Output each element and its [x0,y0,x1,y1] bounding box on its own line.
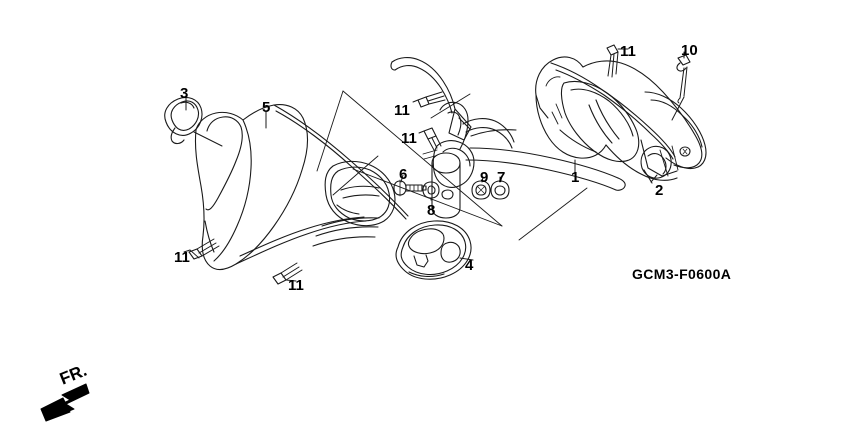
part-front-cover [194,104,409,271]
callout-label-8: 8 [427,202,436,219]
callout-label-11-cover-bottom: 11 [288,277,304,294]
part-cover-cap [164,96,203,145]
part-number-text: GCM3-F0600A [632,266,732,282]
callout-label-3: 3 [180,85,189,102]
part-rear-cover [535,56,707,184]
part-meter-panel [395,220,472,280]
leader-part-3 [185,97,223,147]
leader-part-2 [650,174,658,183]
leader-part-10 [671,96,685,121]
part-tapping-screw-lever-lower [418,127,442,151]
callout-label-11-lever-upper: 11 [394,102,410,119]
callout-label-5: 5 [262,99,271,116]
part-tapping-screw-lower-left [183,238,220,260]
callout-label-2: 2 [655,182,664,199]
part-bolt-6 [393,179,427,197]
fr-direction-arrow [40,383,90,422]
part-handlebar-assembly [390,57,626,219]
leader-part-6 [400,174,404,183]
leader-part-9 [481,176,484,183]
callout-label-7: 7 [497,169,506,186]
callout-label-4: 4 [465,257,474,274]
construction-leaders [316,90,588,241]
callout-label-1: 1 [571,169,580,186]
part-tapping-screw-lever-upper [412,91,446,108]
callout-label-10: 10 [681,42,698,59]
callout-label-6: 6 [399,166,408,183]
part-nut-9 [471,180,491,200]
callout-label-9: 9 [480,169,489,186]
part-tapping-screw-bottom [272,262,303,285]
callout-label-11-rear-cover: 11 [620,43,636,60]
leader-part-4 [459,257,474,261]
part-bolt-10 [676,51,691,104]
part-washer-7 [490,180,510,200]
callout-label-11-cover-left: 11 [174,249,190,266]
part-tapping-screw-rear-cover [606,44,629,78]
callout-label-11-lever-lower: 11 [401,130,417,147]
